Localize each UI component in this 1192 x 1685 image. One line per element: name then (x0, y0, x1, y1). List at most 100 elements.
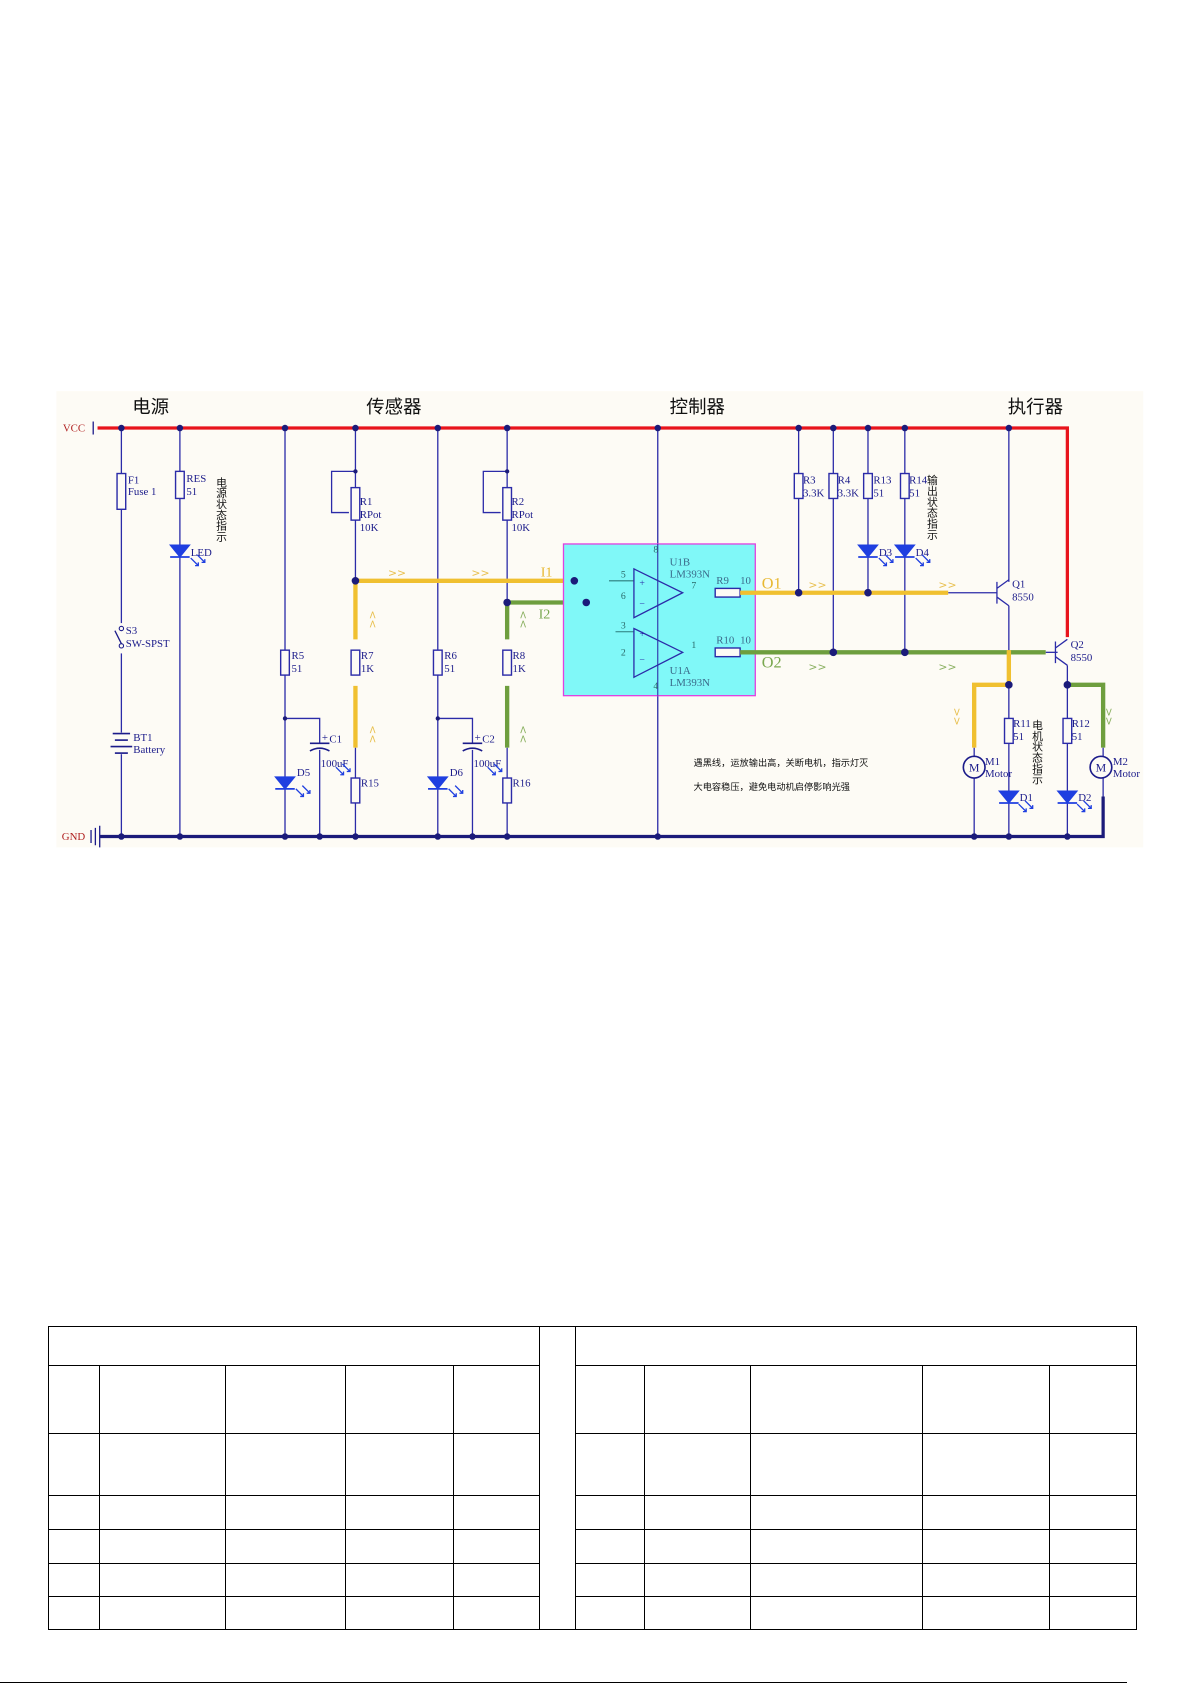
resistor-r14 (899, 472, 910, 500)
motor-m1 (962, 755, 986, 779)
svg-text:8550: 8550 (1071, 652, 1093, 664)
svg-text:R8: R8 (513, 650, 526, 662)
note-black-line: 遇黑线，运放输出高，关断电机，指示灯灭 (694, 757, 869, 769)
photoresistor-r15 (350, 777, 361, 804)
section-title-controller: 控制器 (670, 397, 725, 418)
svg-text:Battery: Battery (133, 744, 165, 756)
svg-text:1K: 1K (513, 663, 526, 675)
resistor-r9 (714, 587, 741, 598)
table-row (48, 1596, 1137, 1630)
resistor-r3 (793, 472, 804, 500)
svg-text:51: 51 (292, 663, 303, 675)
svg-text:C1: C1 (329, 733, 342, 745)
svg-text:51: 51 (873, 487, 884, 499)
resistor-r6 (432, 649, 443, 676)
svg-text:RPot: RPot (511, 509, 533, 521)
battery-bt1 (108, 732, 135, 755)
svg-text:>>: >> (517, 610, 530, 628)
svg-text:>>: >> (471, 566, 489, 579)
gnd-label: GND (62, 831, 86, 843)
svg-text:+: + (639, 629, 645, 640)
gnd-rail (99, 796, 1105, 839)
svg-text:R6: R6 (444, 650, 457, 662)
motor-indicator-label: 电机状态指示 (1031, 719, 1044, 784)
svg-text:RPot: RPot (360, 509, 382, 521)
svg-text:51: 51 (444, 663, 455, 675)
svg-text:R13: R13 (873, 474, 891, 486)
svg-text:LM393N: LM393N (670, 677, 710, 689)
svg-text:4: 4 (653, 681, 658, 692)
svg-text:10K: 10K (360, 522, 379, 534)
section-title-sensor: 传感器 (366, 397, 421, 418)
svg-text:M: M (1096, 761, 1107, 775)
resistor-res (174, 470, 185, 500)
motor-m2 (1089, 755, 1113, 779)
svg-text:10: 10 (740, 635, 751, 647)
svg-text:BT1: BT1 (133, 732, 152, 744)
svg-text:>>: >> (951, 708, 964, 726)
svg-text:>>: >> (366, 725, 379, 743)
potentiometer-r2 (502, 486, 513, 521)
comparator-u1b (633, 567, 685, 619)
svg-text:U1A: U1A (670, 665, 691, 677)
svg-text:8: 8 (653, 545, 658, 556)
table-row (48, 1495, 1137, 1530)
capacitor-c2 (462, 742, 483, 752)
svg-text:R16: R16 (513, 778, 532, 790)
svg-text:>>: >> (517, 725, 530, 743)
table-row (48, 1563, 1137, 1597)
svg-text:8550: 8550 (1012, 591, 1034, 603)
svg-text:7: 7 (691, 580, 696, 591)
table-right-header[interactable] (575, 1326, 1137, 1366)
svg-text:M2: M2 (1113, 756, 1128, 768)
svg-text:R2: R2 (511, 496, 524, 508)
svg-text:LM393N: LM393N (670, 569, 710, 581)
svg-text:RES: RES (186, 473, 206, 485)
svg-text:>>: >> (366, 610, 379, 628)
comparator-block (562, 543, 756, 697)
svg-text:10K: 10K (511, 522, 530, 534)
page-bottom-rule (0, 1682, 1127, 1683)
svg-text:+: + (322, 732, 328, 744)
svg-text:+: + (639, 578, 645, 589)
table-left-header[interactable] (48, 1326, 540, 1366)
svg-text:−: − (639, 655, 645, 666)
svg-text:100uF: 100uF (474, 758, 502, 770)
svg-text:D3: D3 (879, 547, 892, 559)
svg-text:51: 51 (909, 487, 920, 499)
svg-text:M1: M1 (985, 756, 1000, 768)
table-row (48, 1529, 1137, 1564)
resistor-r7 (350, 649, 361, 676)
svg-text:Motor: Motor (985, 768, 1012, 780)
svg-text:R14: R14 (909, 474, 928, 486)
vcc-rail (97, 426, 1069, 638)
svg-text:R12: R12 (1072, 718, 1090, 730)
net-label-o1: O1 (762, 574, 782, 592)
resistor-r4 (828, 472, 839, 500)
transistor-q1-label: Q1 (1012, 578, 1025, 590)
svg-text:>>: >> (808, 661, 826, 674)
svg-text:1: 1 (691, 640, 696, 651)
svg-text:SW-SPST: SW-SPST (126, 638, 170, 650)
resistor-r5 (279, 649, 291, 676)
note-capacitor: 大电容稳压，避免电动机启停影响光强 (694, 781, 850, 793)
svg-text:D5: D5 (297, 767, 310, 779)
svg-text:C2: C2 (482, 733, 495, 745)
fuse-f1 (116, 472, 127, 510)
svg-text:>>: >> (938, 578, 956, 591)
svg-text:51: 51 (1013, 731, 1024, 743)
net-m1 (972, 650, 1012, 748)
net-label-i1: I1 (541, 564, 553, 580)
svg-text:M: M (969, 761, 980, 775)
svg-text:>>: >> (938, 661, 956, 674)
svg-text:>>: >> (1102, 708, 1115, 726)
svg-text:R3: R3 (803, 474, 816, 486)
svg-text:R1: R1 (360, 496, 373, 508)
svg-text:−: − (639, 599, 645, 610)
table-row (48, 1365, 1137, 1434)
svg-text:>>: >> (808, 578, 826, 591)
svg-text:R7: R7 (361, 650, 374, 662)
net-m2 (1067, 682, 1106, 748)
svg-text:Motor: Motor (1113, 768, 1140, 780)
